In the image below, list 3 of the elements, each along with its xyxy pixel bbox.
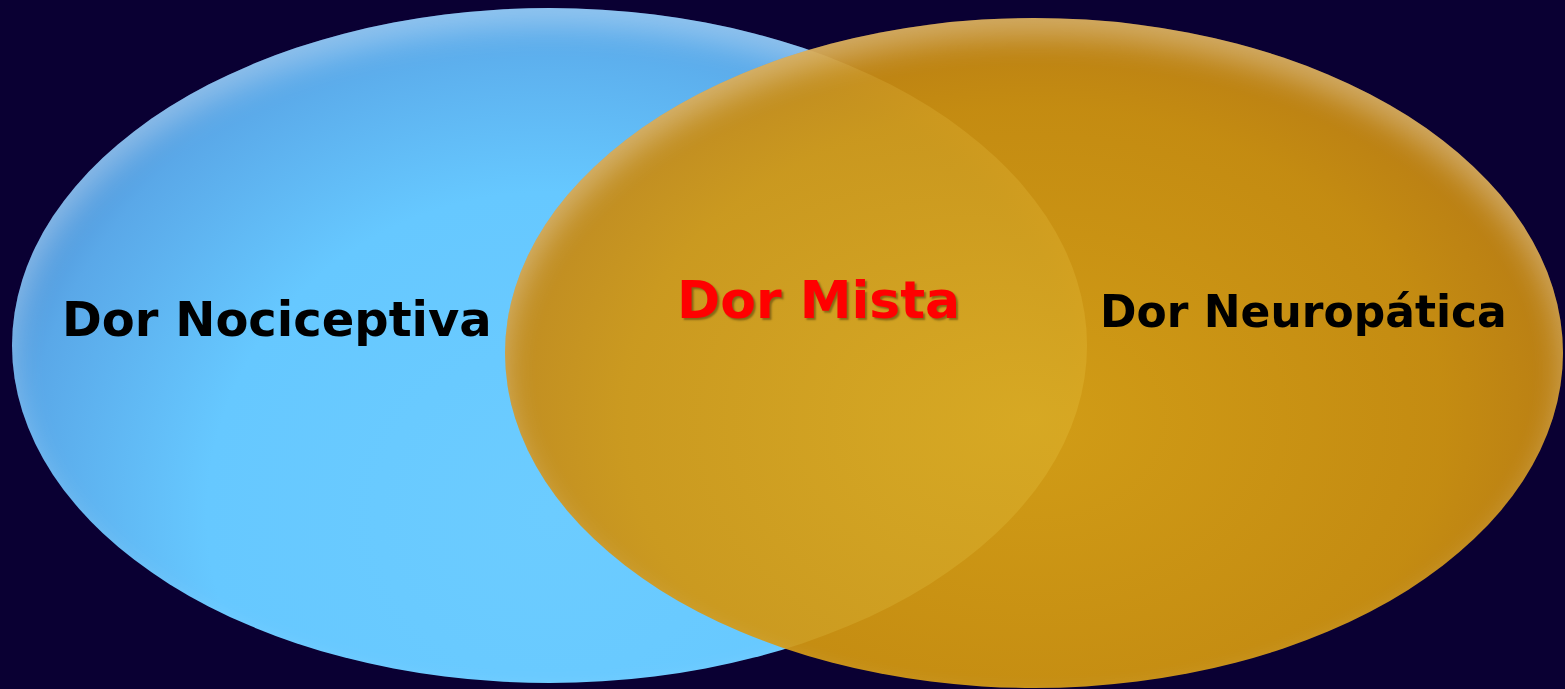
ellipse-label: Dor Neuropática (1100, 286, 1507, 337)
overlap-label: Dor Mista (677, 270, 961, 330)
ellipse-label: Dor Nociceptiva (62, 291, 492, 347)
